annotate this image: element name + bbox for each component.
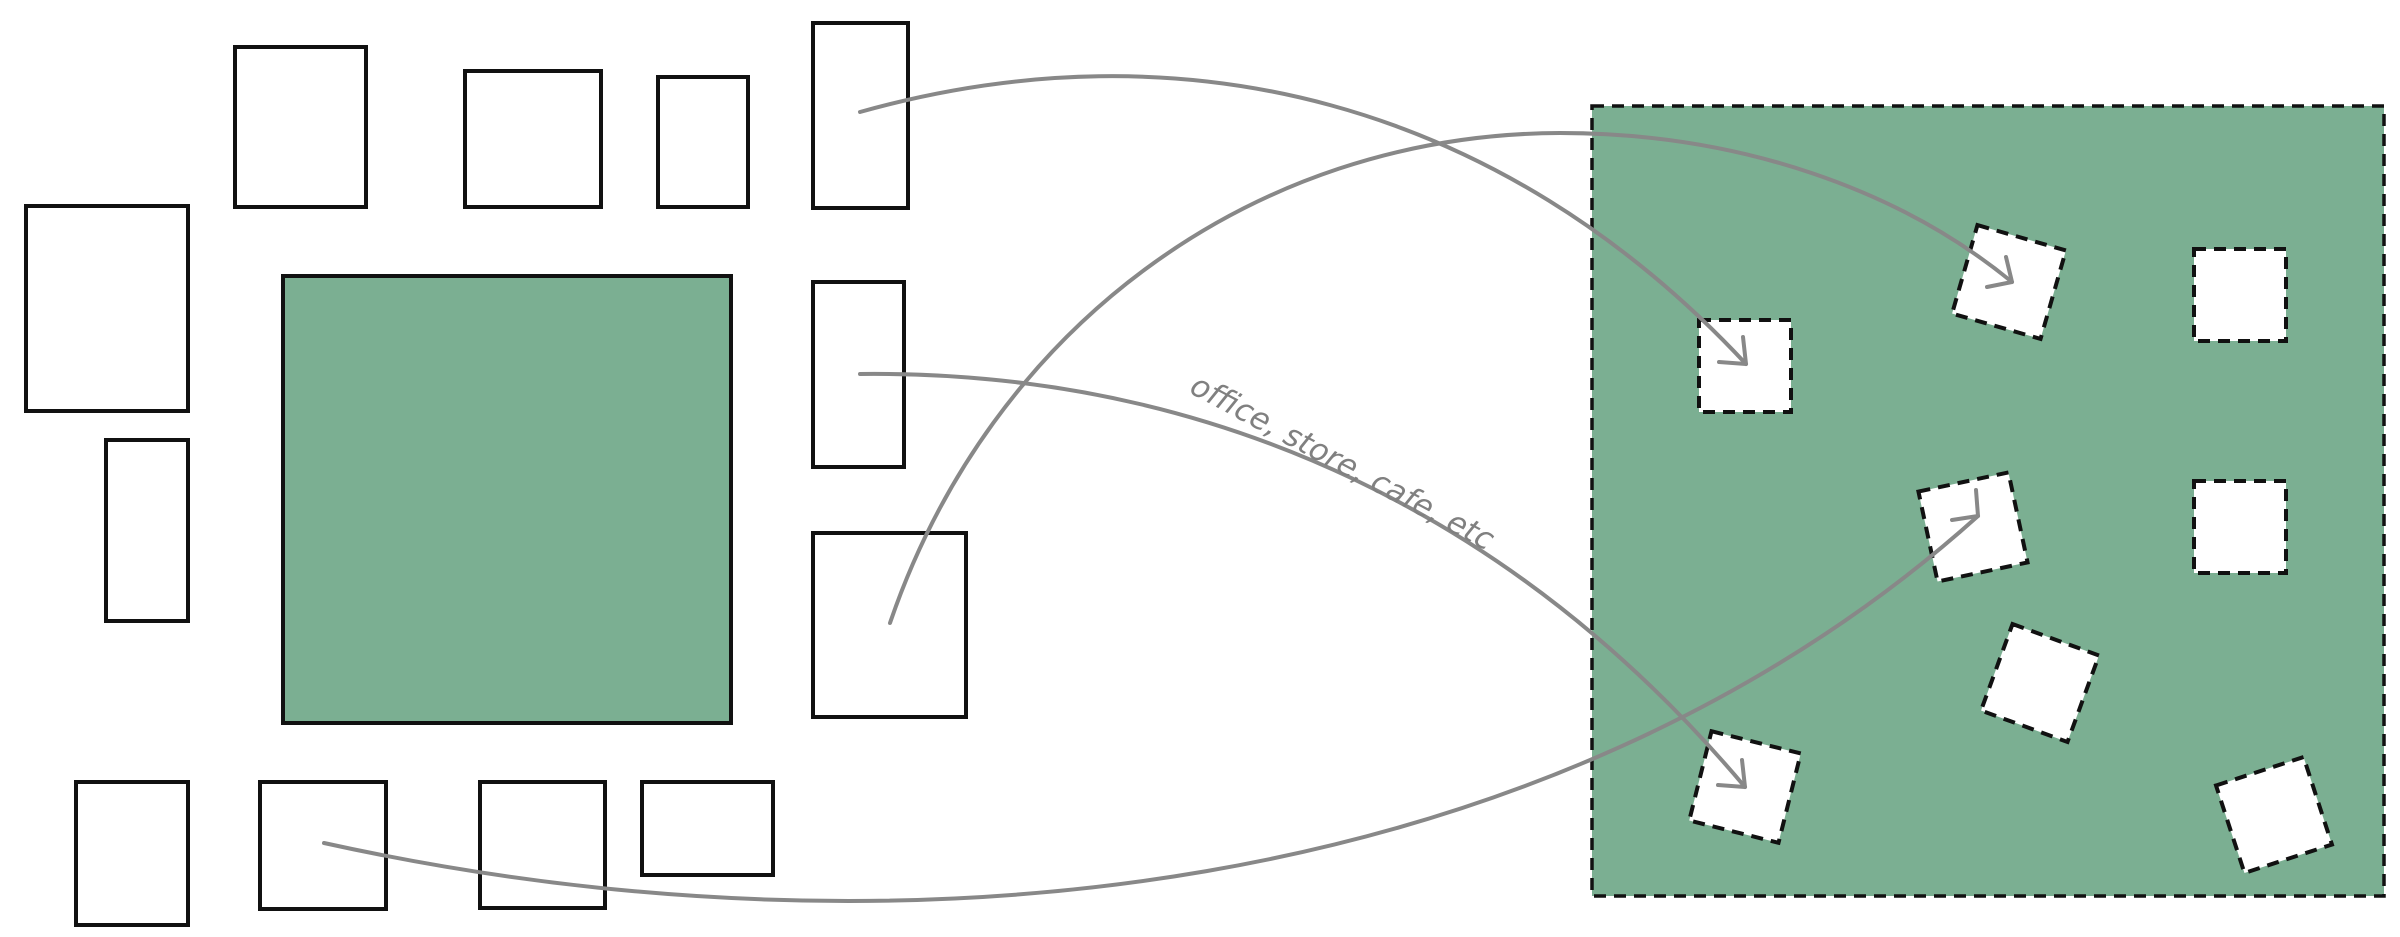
building-bottom-3 (478, 780, 607, 910)
slot-h (2213, 754, 2335, 876)
central-green-space (281, 274, 733, 725)
slot-a (1697, 318, 1793, 414)
slot-c (2192, 247, 2288, 343)
building-bottom-1 (74, 780, 190, 927)
annotation-label: office, store, cafe, etc (1184, 367, 1500, 558)
slot-d (1916, 470, 2030, 584)
building-right-2 (811, 531, 968, 719)
arrowhead-slot-g (1716, 758, 1747, 789)
arrow-bottom-building-to-slot-d (322, 514, 1980, 903)
slot-e (2192, 479, 2288, 575)
arrowhead-slot-d (1950, 488, 1980, 522)
slot-f (1978, 621, 2102, 745)
building-top-2 (463, 69, 603, 209)
relocation-arrows (322, 74, 2014, 903)
building-top-3 (656, 75, 750, 209)
arrow-right-building-to-slot-b (888, 130, 2014, 625)
building-top-1 (233, 45, 368, 209)
building-bottom-4 (640, 780, 775, 877)
arrow-middle-building-to-slot-g (858, 371, 1747, 789)
arrow-top-building-to-slot-a (858, 74, 1748, 366)
surrounding-buildings (24, 21, 968, 927)
building-left-1 (24, 204, 190, 413)
building-left-2 (104, 438, 190, 623)
arrowhead-slot-a (1717, 335, 1748, 366)
building-top-4 (811, 21, 910, 210)
building-bottom-2 (258, 780, 388, 911)
arrowhead-slot-b (1985, 255, 2014, 289)
